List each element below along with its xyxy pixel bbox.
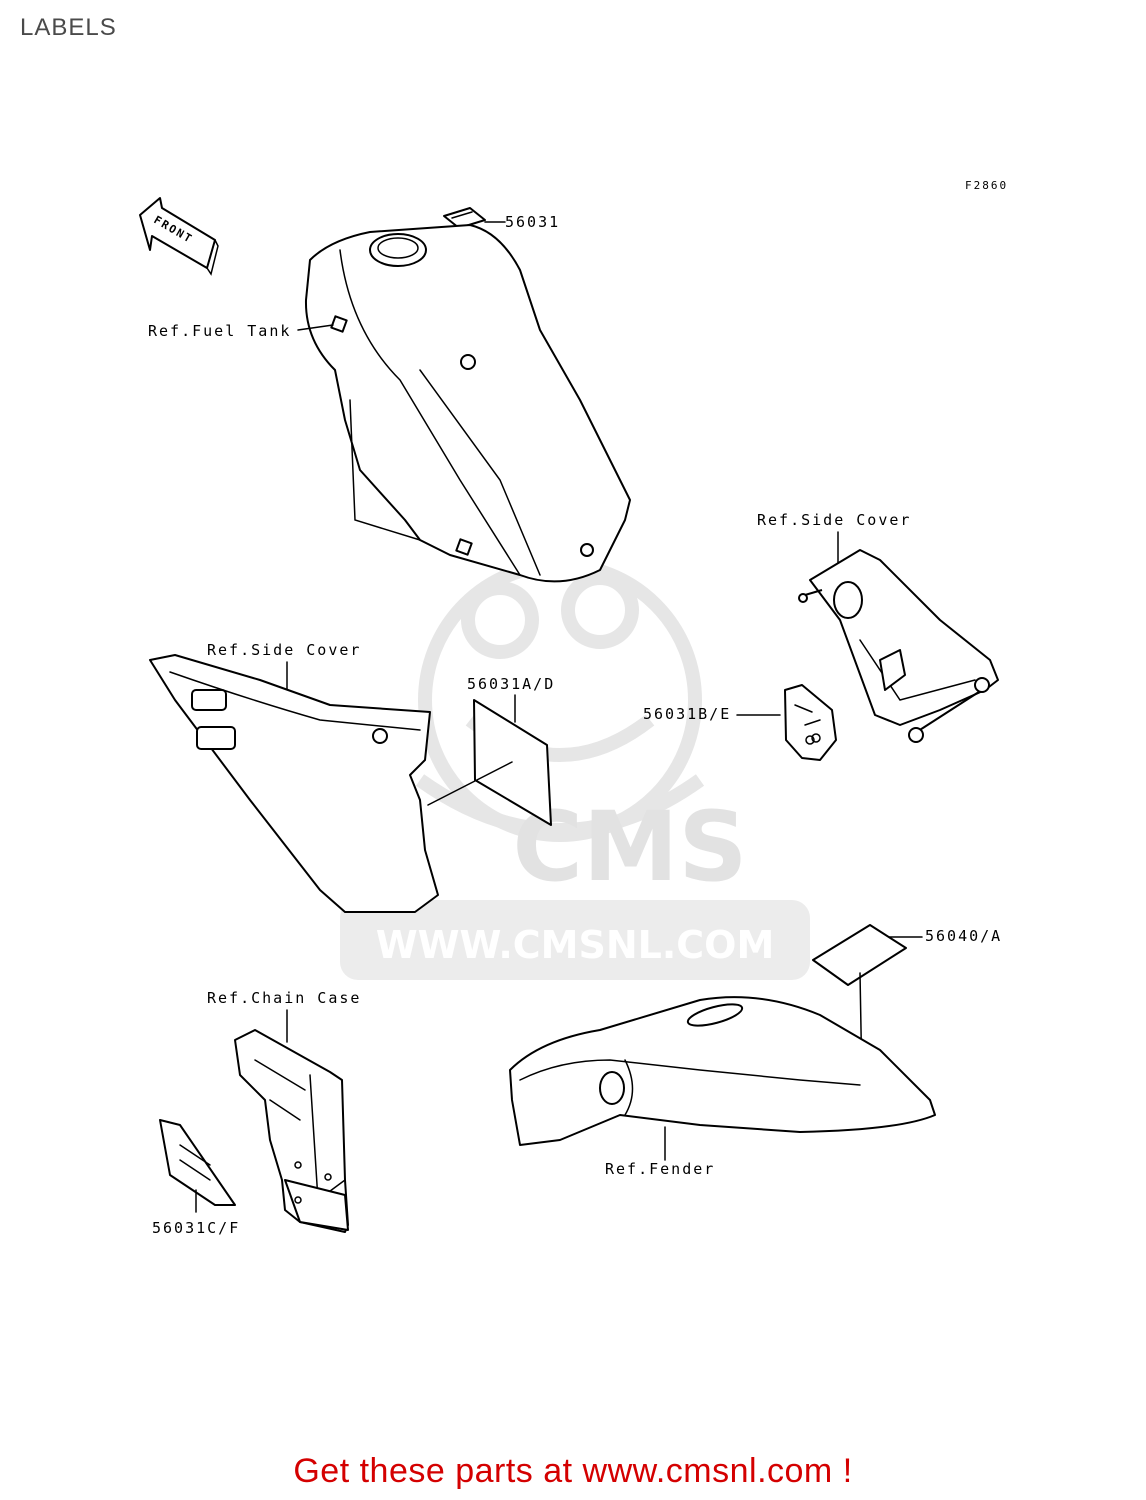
chain-case bbox=[234, 1029, 349, 1233]
callout-56031c-f: 56031C/F bbox=[152, 1219, 240, 1237]
side-cover-left bbox=[149, 654, 439, 913]
page-title: LABELS bbox=[20, 14, 117, 41]
callout-56031: 56031 bbox=[505, 213, 560, 231]
callout-side-cover-left: Ref.Side Cover bbox=[207, 641, 361, 659]
callout-56031a-d: 56031A/D bbox=[467, 675, 555, 693]
watermark: CMS WWW.CMSNL.COM bbox=[340, 558, 810, 980]
label-56031c-f-part bbox=[159, 1119, 236, 1213]
side-cover-right bbox=[798, 549, 999, 743]
callout-fender: Ref.Fender bbox=[605, 1160, 715, 1178]
callout-chain-case: Ref.Chain Case bbox=[207, 989, 361, 1007]
watermark-banner bbox=[340, 900, 810, 980]
callout-side-cover-right: Ref.Side Cover bbox=[757, 511, 911, 529]
callout-56031b-e: 56031B/E bbox=[643, 705, 731, 723]
front-arrow: FRONT bbox=[139, 197, 219, 276]
rear-fender bbox=[509, 996, 936, 1161]
callout-56040-a: 56040/A bbox=[925, 927, 1002, 945]
callout-fuel-tank: Ref.Fuel Tank bbox=[148, 322, 291, 340]
label-56031a-d-part bbox=[427, 699, 552, 826]
fuel-tank bbox=[297, 224, 631, 583]
watermark-brand: CMS bbox=[512, 791, 747, 903]
figure-code: F2860 bbox=[965, 179, 1008, 192]
watermark-url: WWW.CMSNL.COM bbox=[376, 923, 775, 967]
label-56031b-e-part bbox=[784, 684, 837, 761]
label-56031-part bbox=[443, 207, 506, 229]
footer-link-text[interactable]: Get these parts at www.cmsnl.com ! bbox=[293, 1452, 853, 1490]
